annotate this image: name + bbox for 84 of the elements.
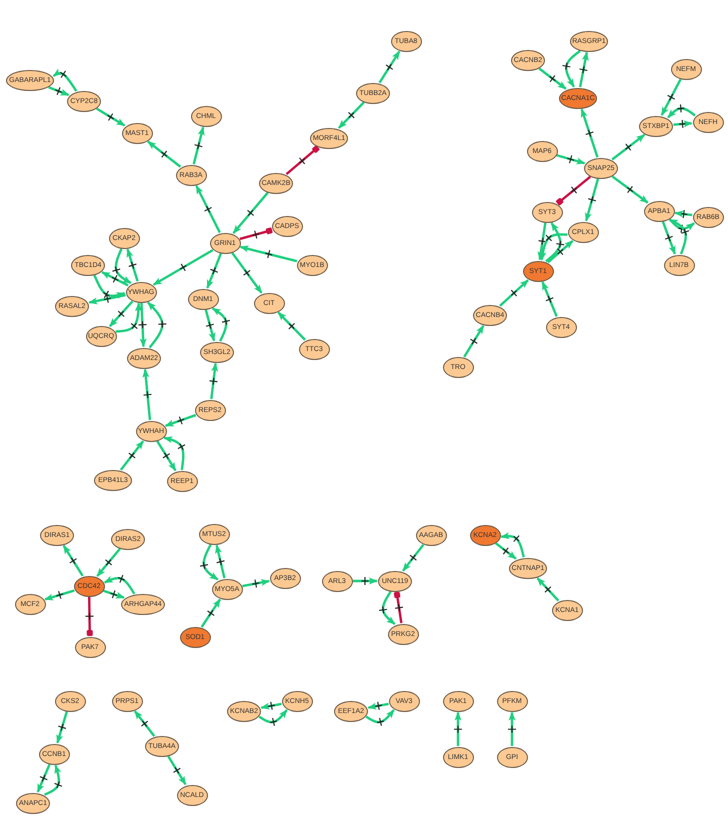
arrow <box>501 532 525 558</box>
arrow <box>120 440 144 471</box>
arrow <box>578 52 589 88</box>
arrow <box>463 325 484 358</box>
inhibition-edge <box>86 596 94 636</box>
arrow <box>112 248 132 284</box>
arrow <box>104 574 136 594</box>
arrow <box>44 589 75 601</box>
arrow <box>102 271 129 287</box>
arrow <box>368 702 389 710</box>
arrow <box>147 140 182 168</box>
inhibition-edge <box>556 176 592 206</box>
arrow <box>96 548 121 577</box>
arrow <box>242 579 270 588</box>
arrow <box>547 240 574 264</box>
arrow <box>200 544 218 580</box>
arrow <box>508 712 516 746</box>
arrow <box>167 756 187 786</box>
arrow <box>454 712 462 746</box>
arrow <box>540 233 568 260</box>
arrow <box>56 711 68 744</box>
arrow <box>212 307 230 342</box>
arrow <box>192 126 205 164</box>
arrow <box>204 310 216 342</box>
arrow <box>138 302 147 348</box>
arrow <box>562 50 581 88</box>
arrow <box>134 710 156 737</box>
arrow <box>660 78 682 116</box>
arrow <box>662 221 676 254</box>
arrow <box>667 104 696 118</box>
arrow <box>206 253 222 288</box>
arrow <box>142 369 152 420</box>
arrow <box>379 591 396 625</box>
inhibition-edge <box>394 592 404 624</box>
arrow <box>231 252 262 294</box>
arrow <box>147 302 166 348</box>
arrow <box>89 294 126 304</box>
arrow <box>556 154 585 164</box>
arrow <box>541 282 558 317</box>
arrow <box>402 544 424 572</box>
arrow <box>378 50 400 84</box>
arrow <box>62 545 84 577</box>
arrow <box>52 68 78 92</box>
arrow <box>673 120 692 128</box>
arrow <box>545 222 564 262</box>
arrow <box>675 210 692 218</box>
arrow <box>93 274 125 299</box>
arrow <box>536 577 560 602</box>
arrow <box>338 102 365 129</box>
arrow <box>103 590 124 599</box>
arrow <box>258 709 288 726</box>
arrow <box>585 178 600 222</box>
arrow <box>195 185 221 234</box>
arrow <box>612 175 648 204</box>
arrow <box>366 709 395 726</box>
arrow <box>538 68 567 90</box>
arrow <box>240 246 298 262</box>
arrow <box>156 440 176 472</box>
arrow <box>538 222 547 260</box>
arrow <box>232 192 269 234</box>
arrow <box>200 598 222 628</box>
arrow <box>48 86 69 96</box>
arrow <box>261 702 282 710</box>
arrow <box>353 577 377 585</box>
arrow <box>499 279 529 307</box>
arrow <box>668 218 695 233</box>
arrow <box>611 134 646 160</box>
inhibition-edge <box>240 228 273 240</box>
arrow <box>126 248 139 282</box>
arrow <box>215 544 226 578</box>
arrow <box>494 542 517 560</box>
arrow <box>153 249 214 286</box>
arrow <box>209 362 218 400</box>
arrow <box>96 108 126 126</box>
arrow <box>277 312 306 341</box>
arrow <box>108 300 134 328</box>
arrow <box>580 108 599 158</box>
arrow <box>669 218 690 254</box>
arrow <box>116 302 141 333</box>
inhibition-edge <box>286 146 320 176</box>
arrow <box>44 765 62 796</box>
arrow <box>165 414 196 427</box>
arrow <box>164 436 186 470</box>
arrow <box>36 764 51 792</box>
